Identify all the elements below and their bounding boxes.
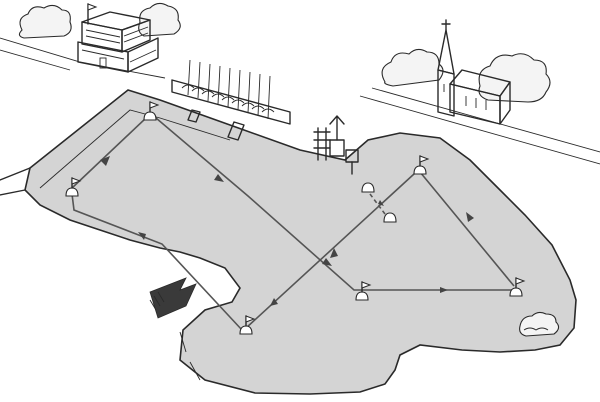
clubhouse-icon <box>18 2 181 73</box>
signal-board-icon <box>313 115 359 175</box>
tree-icon <box>381 48 444 87</box>
mark-3 <box>413 155 430 175</box>
start-buoy-left <box>361 182 375 193</box>
course-lines <box>71 117 515 331</box>
mark-5 <box>509 277 526 297</box>
church-icon <box>359 19 600 165</box>
tree-icon <box>478 53 551 103</box>
rock-island-icon <box>519 311 560 337</box>
sailboat-rack-icon <box>171 59 291 141</box>
start-buoy-right <box>383 212 397 223</box>
mark-1 <box>143 101 160 121</box>
mark-4 <box>355 281 372 301</box>
shore-edge-left <box>0 167 31 196</box>
tree-icon <box>18 4 72 39</box>
mark-6 <box>239 315 256 335</box>
tree-icon <box>138 2 181 37</box>
wind-arrow-icon <box>149 277 197 319</box>
mark-2 <box>65 177 82 197</box>
bank-line-2 <box>179 331 201 381</box>
